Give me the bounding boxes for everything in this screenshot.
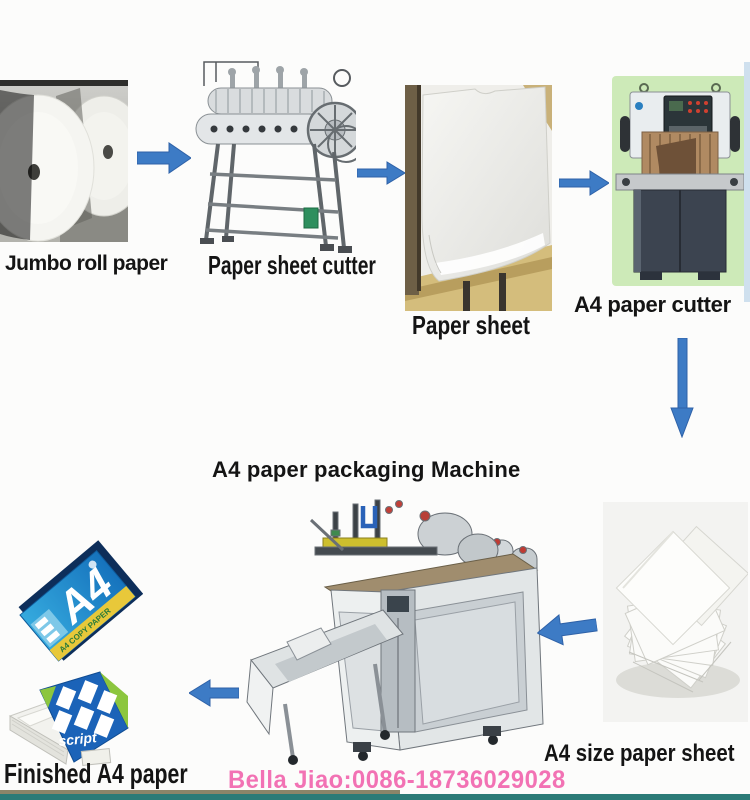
- photo-edge-strip: [744, 62, 750, 302]
- label-a4-paper-cutter: A4 paper cutter: [574, 292, 731, 317]
- arrow-right-icon: [357, 161, 405, 185]
- arrow-right-icon: [559, 170, 609, 196]
- label-a4-size-paper-sheet: A4 size paper sheet: [544, 740, 735, 767]
- label-paper-sheet-cutter: Paper sheet cutter: [208, 250, 376, 280]
- arrow-down-icon: [670, 338, 694, 438]
- arrow-left-icon: [536, 614, 599, 646]
- label-finished-a4-paper: Finished A4 paper: [4, 758, 188, 789]
- paper-sheet-cutter-illustration: [195, 61, 356, 253]
- script-box-illustration: script: [8, 671, 129, 766]
- jumbo-roll-paper-illustration: [0, 80, 128, 242]
- a4-ream-package-illustration: A4 COPY PAPER A4: [18, 540, 143, 662]
- a4-paper-cutter-illustration: [612, 76, 748, 286]
- paper-sheet-illustration: [405, 85, 552, 311]
- arrow-right-icon: [137, 142, 191, 174]
- box-brand-text: script: [58, 729, 99, 749]
- contact-text: Bella Jiao:0086-18736029028: [228, 766, 566, 794]
- label-paper-sheet: Paper sheet: [412, 310, 530, 340]
- a4-packaging-machine-illustration: [246, 499, 544, 765]
- diagram-title: A4 paper packaging Machine: [212, 457, 521, 482]
- label-jumbo-roll-paper: Jumbo roll paper: [5, 252, 168, 275]
- bottom-khaki-bar: [0, 790, 400, 795]
- arrow-left-icon: [189, 679, 239, 707]
- bottom-teal-bar: [0, 794, 750, 800]
- a4-size-paper-stack-illustration: [603, 502, 748, 722]
